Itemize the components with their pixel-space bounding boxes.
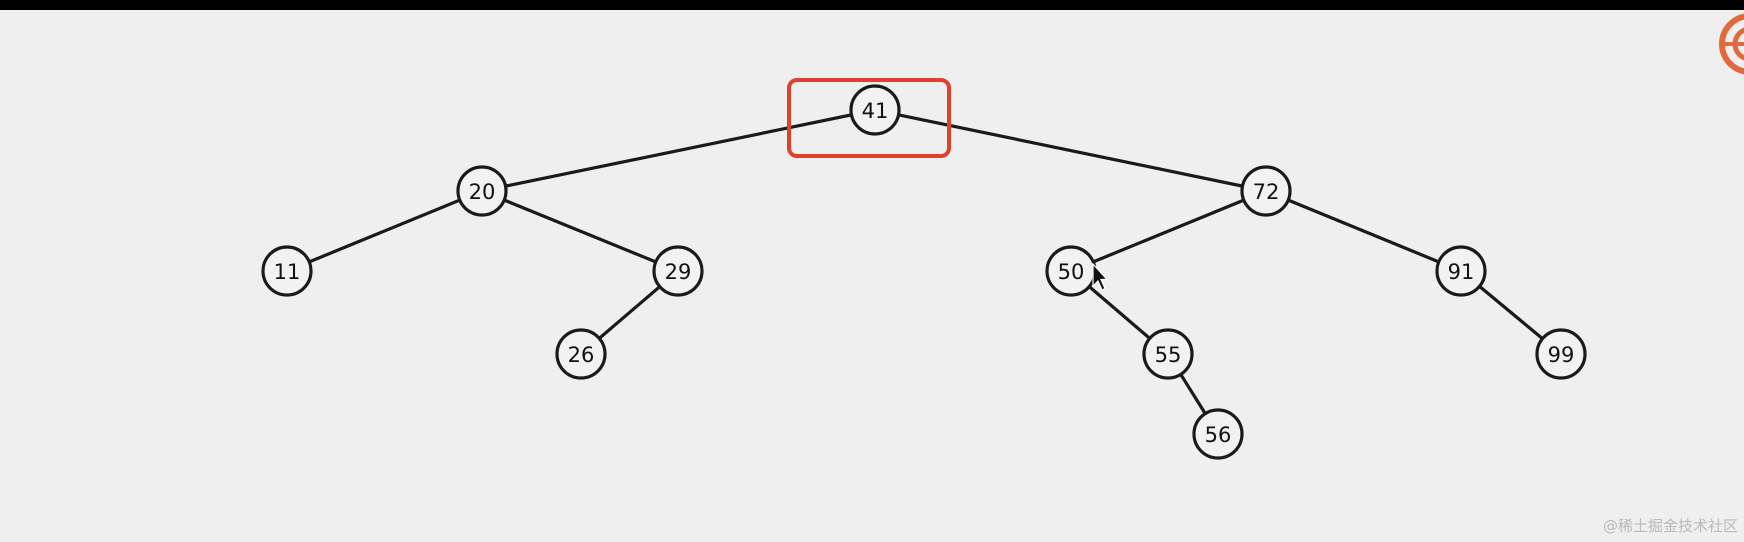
tree-node: 29 (652, 245, 704, 297)
corner-logo-icon (1719, 13, 1744, 75)
tree-node-label: 99 (1548, 343, 1575, 367)
tree-node-circle (1240, 165, 1292, 217)
tree-node: 50 (1045, 245, 1097, 297)
tree-node-circle (261, 245, 313, 297)
tree-node-label: 55 (1155, 343, 1182, 367)
tree-edge (481, 108, 876, 193)
tree-edge (1070, 189, 1267, 273)
tree-node: 26 (555, 328, 607, 380)
tree-node-circle (1435, 245, 1487, 297)
tree-node: 72 (1240, 165, 1292, 217)
tree-node: 55 (1142, 328, 1194, 380)
tree-node-circle (1142, 328, 1194, 380)
tree-nodes: 41 20 72 11 29 26 50 55 56 91 99 (261, 84, 1587, 460)
tree-node-circle (456, 165, 508, 217)
tree-node-label: 26 (568, 343, 595, 367)
tree-node-label: 91 (1448, 260, 1475, 284)
tree-node-label: 11 (274, 260, 301, 284)
mouse-cursor-icon (1092, 262, 1109, 291)
tree-node-label: 41 (862, 99, 889, 123)
tree-edge (286, 189, 483, 273)
window-top-bar (0, 0, 1744, 10)
tree-edge (1265, 189, 1462, 273)
tree-edge (481, 189, 679, 273)
highlight-box (787, 78, 951, 158)
tree-edges (286, 108, 1563, 435)
tree-node-circle (652, 245, 704, 297)
tree-node: 91 (1435, 245, 1487, 297)
highlight-layer (787, 78, 951, 158)
tree-node-label: 72 (1253, 180, 1280, 204)
tree-node-circle (849, 84, 901, 136)
tree-node-label: 20 (469, 180, 496, 204)
tree-node-circle (1535, 328, 1587, 380)
tree-node-label: 50 (1058, 260, 1085, 284)
tree-node-label: 56 (1205, 423, 1232, 447)
tree-edge (874, 108, 1267, 193)
watermark-text: @稀土掘金技术社区 (1602, 517, 1738, 535)
tree-node: 41 (849, 84, 901, 136)
tree-node-circle (555, 328, 607, 380)
tree-node: 11 (261, 245, 313, 297)
tree-node: 56 (1192, 408, 1244, 460)
tree-node: 20 (456, 165, 508, 217)
tree-node: 99 (1535, 328, 1587, 380)
tree-node-label: 29 (665, 260, 692, 284)
tree-node-circle (1192, 408, 1244, 460)
